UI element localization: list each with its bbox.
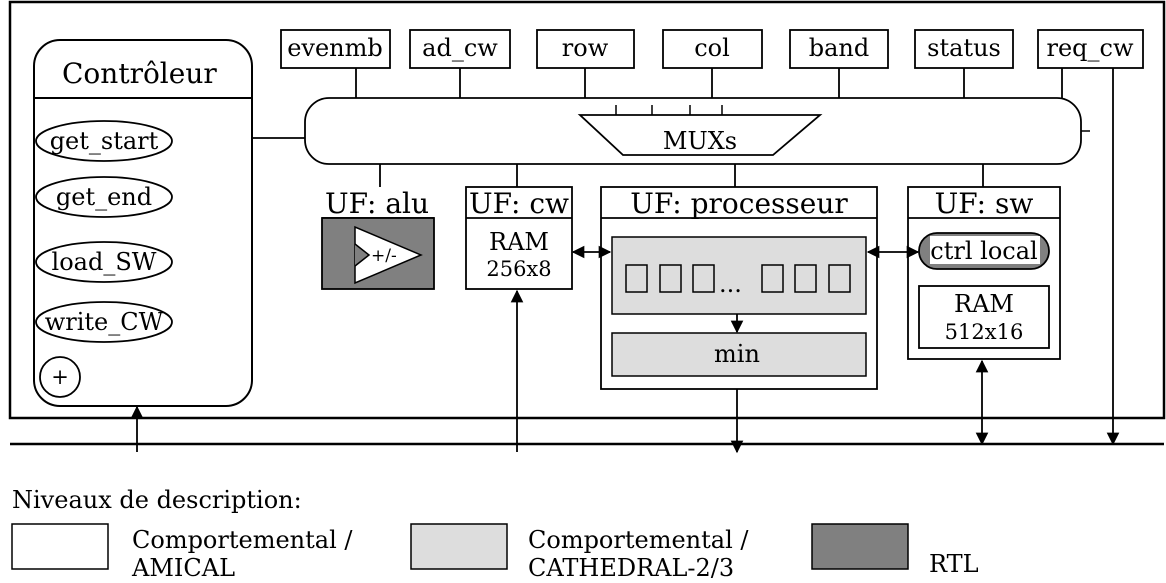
state-get-start-label: get_start (50, 127, 159, 155)
bus-links (130, 68, 1120, 454)
register-col-label: col (694, 34, 730, 62)
unit-sw-title: UF: sw (935, 187, 1034, 220)
legend-amical-line2: AMICAL (131, 554, 235, 582)
legend-swatch-amical (11, 523, 109, 570)
state-get-end (35, 176, 173, 218)
register-req-cw (1037, 29, 1144, 69)
add-state-symbol: + (51, 365, 69, 389)
mux-input-ticks (615, 105, 723, 115)
add-state-icon (39, 356, 81, 398)
unit-processeur: UF: processeur ... min (600, 186, 878, 390)
register-ad-cw (409, 29, 511, 69)
legend-title: Niveaux de description: (12, 486, 302, 514)
state-get-start (35, 120, 173, 162)
legend-cathedral-line1: Comportemental / (528, 526, 749, 554)
unit-proc-title: UF: processeur (630, 187, 848, 220)
register-req-cw-label: req_cw (1046, 34, 1133, 62)
proc-min-block (611, 332, 867, 377)
state-load-sw-label: load_SW (52, 248, 157, 276)
sw-ram-size: 512x16 (945, 320, 1024, 344)
legend-swatch-rtl (811, 523, 909, 570)
state-write-cw (35, 301, 173, 343)
unit-cw-title: UF: cw (469, 187, 569, 220)
registers: evenmb ad_cw row col band status req_cw (280, 29, 1144, 69)
mux-label: MUXs (663, 127, 737, 155)
register-evenmb (280, 29, 391, 69)
mux-unit-links (379, 164, 984, 187)
controller-box (33, 39, 253, 407)
sw-ram-label: RAM (954, 290, 1014, 318)
register-band-label: band (809, 34, 870, 62)
register-ad-cw-label: ad_cw (422, 34, 498, 62)
controller: Contrôleur get_start get_end load_SW wri… (33, 39, 253, 407)
legend: Niveaux de description: Comportemental /… (11, 486, 979, 582)
alu-notch (354, 243, 371, 267)
mux-trapezoid (577, 114, 823, 156)
system-frame (8, 0, 1166, 420)
register-row-label: row (562, 34, 609, 62)
state-load-sw (35, 241, 173, 283)
register-row (536, 29, 635, 69)
state-get-end-label: get_end (56, 183, 152, 211)
unit-cw-box (465, 186, 573, 290)
proc-array-ellipsis: ... (719, 270, 742, 298)
unit-alu: UF: alu +/- (321, 187, 435, 290)
unit-cw: UF: cw RAM 256x8 (465, 186, 573, 290)
cw-ram-size: 256x8 (486, 257, 551, 281)
legend-swatch-cathedral (410, 523, 508, 570)
alu-op-label: +/- (371, 246, 397, 266)
legend-cathedral-line2: CATHEDRAL-2/3 (528, 554, 734, 582)
register-evenmb-label: evenmb (287, 34, 383, 62)
cw-ram-label: RAM (489, 228, 549, 256)
proc-min-label: min (714, 340, 760, 368)
register-links (355, 68, 1063, 98)
legend-rtl-label: RTL (929, 550, 979, 578)
unit-sw: UF: sw ctrl local RAM 512x16 (907, 186, 1061, 360)
proc-array (611, 236, 867, 315)
sw-ctrl-label-bg (930, 236, 1040, 264)
legend-amical-line1: Comportemental / (132, 526, 353, 554)
register-status-label: status (927, 34, 1001, 62)
state-write-cw-label: write_CW (45, 308, 164, 336)
controller-title: Contrôleur (62, 57, 217, 90)
proc-cells (625, 264, 851, 293)
unit-alu-title: UF: alu (325, 187, 429, 220)
sw-ctrl-label: ctrl local (930, 237, 1037, 265)
sw-ram (918, 285, 1050, 349)
